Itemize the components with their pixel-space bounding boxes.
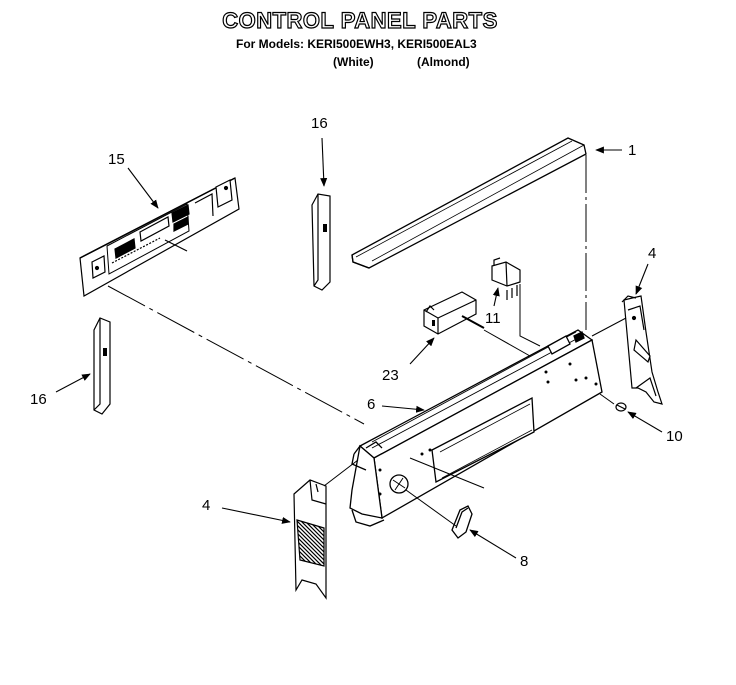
- callout-4-left: 4: [202, 497, 211, 514]
- part-23-component: [423, 291, 485, 335]
- variant-white: (White): [333, 55, 374, 69]
- callout-11: 11: [485, 310, 501, 327]
- part-10-screw: [615, 402, 627, 412]
- part-16-end-cap-left: [93, 317, 111, 415]
- variant-almond: (Almond): [417, 55, 470, 69]
- part-6-control-panel: [349, 329, 603, 527]
- callout-16-top: 16: [311, 115, 328, 132]
- part-4-side-bracket-right: [621, 295, 663, 405]
- part-16-end-cap-top: [311, 193, 331, 291]
- part-8-knob: [451, 505, 473, 539]
- diagram-title: CONTROL PANEL PARTS: [222, 7, 498, 33]
- leader-arrows: [55, 137, 663, 559]
- part-15-control-board: [79, 177, 240, 297]
- callout-10: 10: [666, 428, 683, 445]
- callout-16-left: 16: [30, 391, 47, 408]
- callout-6: 6: [367, 396, 376, 413]
- callout-4-right: 4: [648, 245, 657, 262]
- part-1-top-trim: [351, 137, 587, 269]
- callout-1: 1: [628, 142, 637, 159]
- models-line: For Models: KERI500EWH3, KERI500EAL3: [236, 37, 477, 51]
- callout-23: 23: [382, 367, 399, 384]
- callout-8: 8: [520, 553, 529, 570]
- callout-15: 15: [108, 151, 125, 168]
- part-4-side-panel-left: [293, 479, 327, 600]
- part-11-switch: [491, 257, 521, 300]
- assembly-lines: [107, 155, 627, 527]
